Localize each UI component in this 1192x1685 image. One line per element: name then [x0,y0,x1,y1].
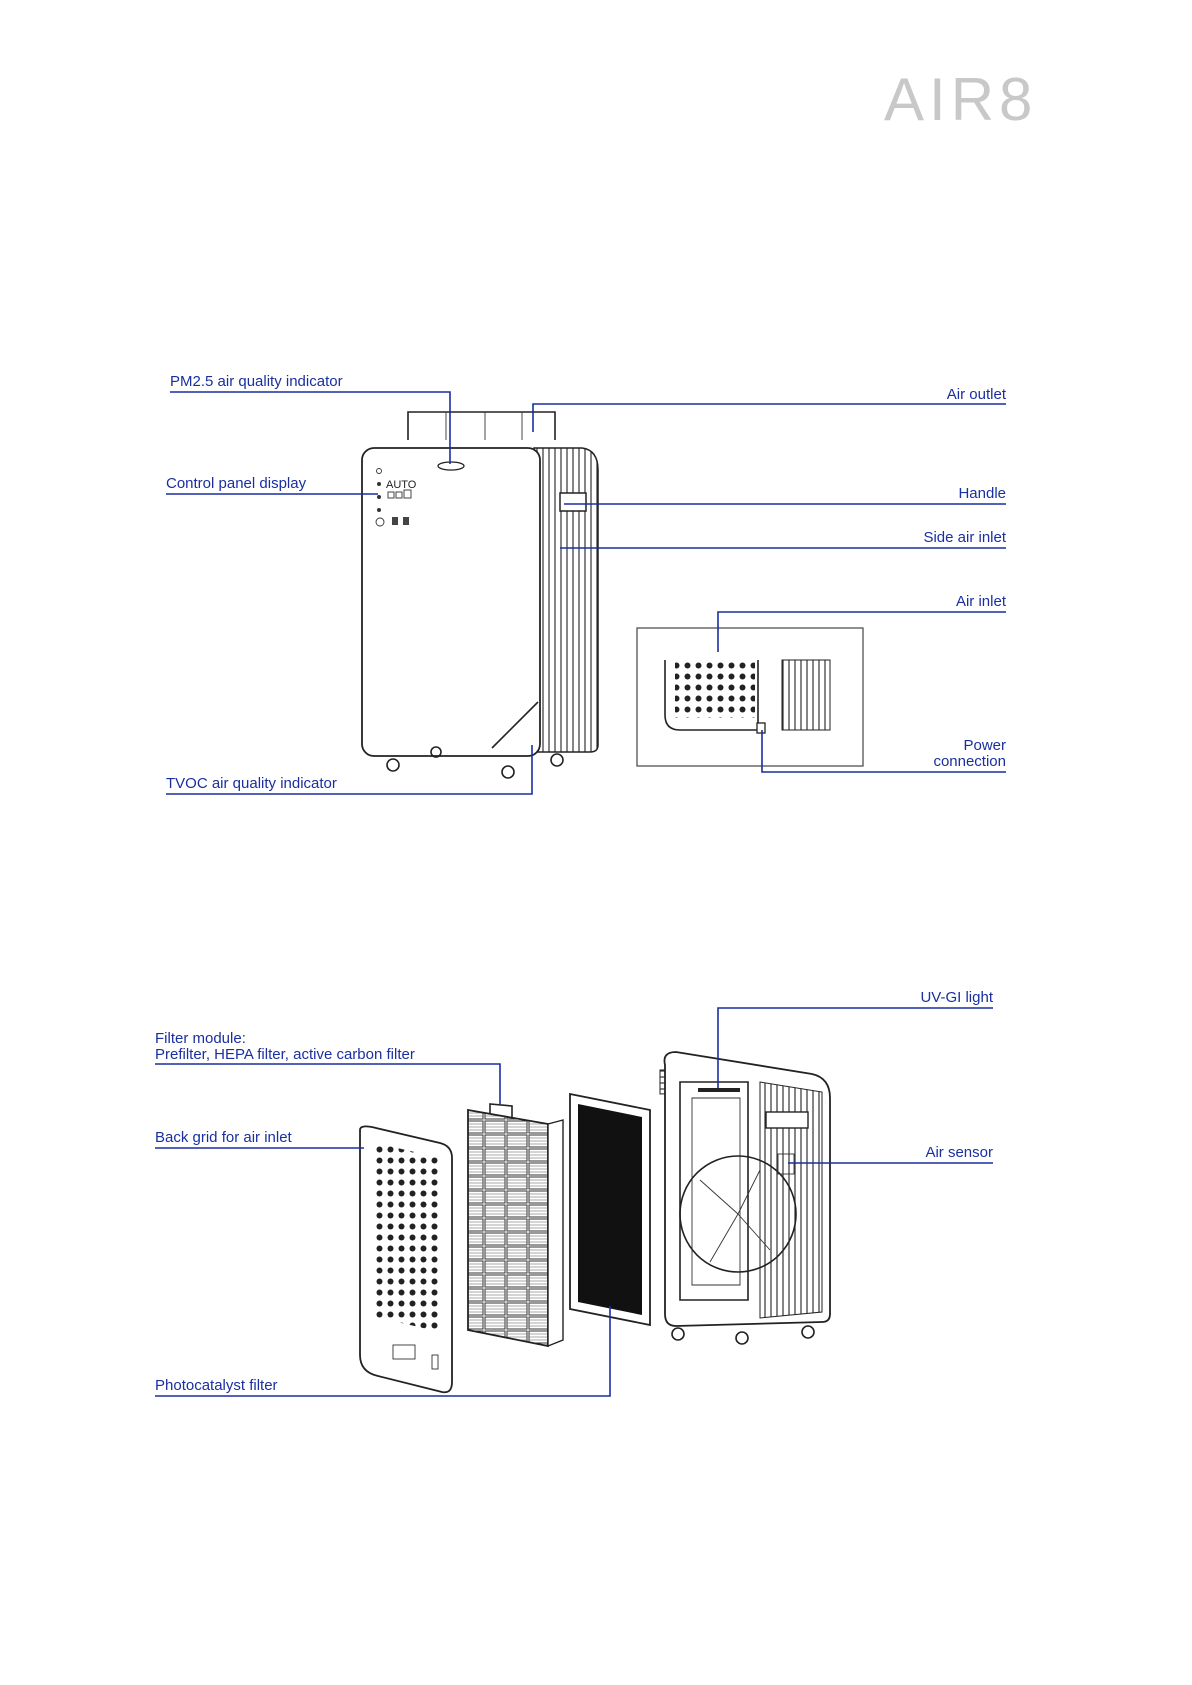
hepa-filter [468,1110,548,1346]
label-filter-module-line2: Prefilter, HEPA filter, active carbon fi… [155,1046,415,1063]
label-filter-module-line1: Filter module: [155,1030,246,1047]
label-power-line1: Power [963,737,1006,754]
auto-mode-text: AUTO [386,479,417,491]
label-pm25-indicator: PM2.5 air quality indicator [170,373,343,390]
exploded-view-illustration [360,1052,830,1392]
label-power-line2: connection [933,753,1006,770]
label-handle: Handle [958,485,1006,502]
back-inset-illustration [637,628,863,766]
handle-shape [560,493,586,511]
photocatalyst-filter [578,1104,642,1315]
label-side-air-inlet: Side air inlet [923,529,1006,546]
brand-logo: AIR8 [884,66,1037,133]
label-tvoc-indicator: TVOC air quality indicator [166,775,337,792]
label-control-panel: Control panel display [166,475,307,492]
power-port [757,723,765,733]
purifier-front-illustration: AUTO [362,412,598,778]
label-air-outlet: Air outlet [947,386,1007,403]
label-photocatalyst-filter: Photocatalyst filter [155,1377,278,1394]
label-back-grid: Back grid for air inlet [155,1129,293,1146]
handle-rear [766,1112,808,1128]
label-air-inlet: Air inlet [956,593,1007,610]
label-uv-light: UV-GI light [920,989,993,1006]
label-air-sensor: Air sensor [925,1144,993,1161]
pm25-indicator [438,462,464,470]
